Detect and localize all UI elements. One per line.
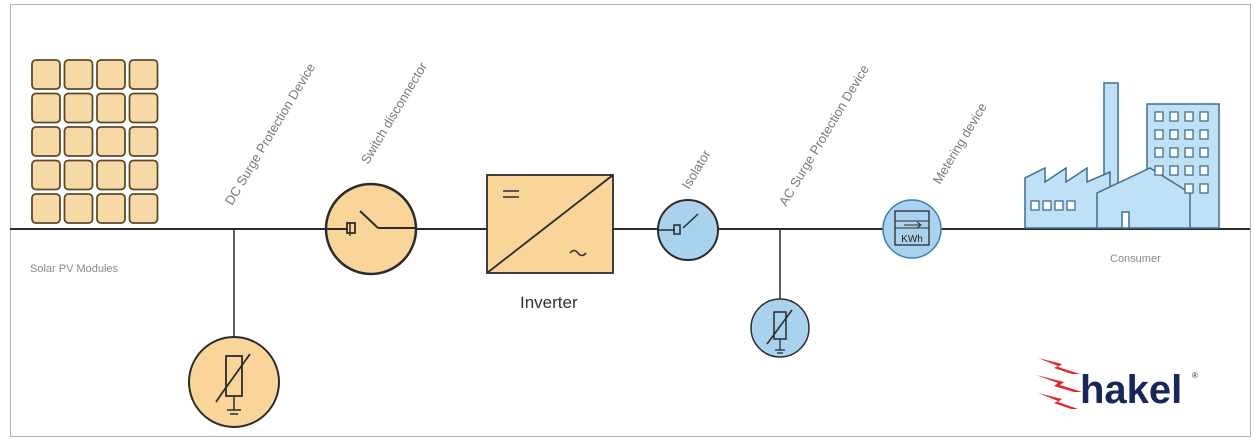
kwh-meter-icon: KWh — [882, 199, 942, 259]
window — [1154, 147, 1164, 158]
lightning-logo-icon — [1036, 358, 1082, 409]
inverter-icon — [486, 174, 614, 274]
solar-cell — [63, 126, 94, 157]
solar-cell — [128, 193, 159, 224]
window — [1184, 111, 1194, 122]
window — [1030, 200, 1040, 211]
solar-cell — [128, 126, 159, 157]
solar-cell — [96, 193, 126, 224]
building-windows — [1030, 111, 1209, 211]
window — [1199, 165, 1209, 176]
factory-icon — [1024, 82, 1220, 229]
window — [1184, 165, 1194, 176]
window — [1169, 129, 1179, 140]
dc-spd-icon — [188, 336, 280, 428]
solar-cell — [31, 193, 61, 224]
solar-cell — [31, 59, 61, 90]
dc-spd-label: DC Surge Protection Device — [222, 60, 319, 207]
diagram-border — [10, 4, 1251, 437]
solar-cell — [31, 159, 61, 191]
solar-cell — [128, 59, 159, 90]
ac-spd-icon — [750, 298, 810, 358]
window — [1184, 129, 1194, 140]
window — [1199, 183, 1209, 194]
window — [1154, 165, 1164, 176]
switch-icon — [324, 182, 418, 276]
window — [1169, 111, 1179, 122]
window — [1054, 200, 1064, 211]
solar-cell — [128, 92, 159, 124]
window — [1199, 129, 1209, 140]
window — [1042, 200, 1052, 211]
solar-label: Solar PV Modules — [30, 263, 119, 275]
window — [1199, 147, 1209, 158]
solar-cell — [96, 159, 126, 191]
isolator-label: Isolator — [679, 147, 714, 192]
solar-cell — [63, 193, 94, 224]
window — [1184, 147, 1194, 158]
window — [1154, 111, 1164, 122]
solar-cell — [63, 92, 94, 124]
inverter-label: Inverter — [520, 293, 578, 312]
consumer-label: Consumer — [1110, 253, 1161, 265]
logo-text: hakel — [1080, 368, 1182, 412]
kwh-text: KWh — [901, 234, 923, 245]
isolator-icon — [657, 199, 719, 261]
window — [1154, 129, 1164, 140]
window — [1199, 111, 1209, 122]
solar-cell — [96, 126, 126, 157]
solar-cell — [63, 159, 94, 191]
solar-cell — [31, 92, 61, 124]
solar-cell — [128, 159, 159, 191]
hakel-logo: hakel ® — [1036, 358, 1198, 412]
switch-label: Switch disconnector — [358, 59, 431, 166]
window — [1169, 147, 1179, 158]
solar-cell — [63, 59, 94, 90]
window — [1169, 165, 1179, 176]
logo-registered-mark: ® — [1192, 371, 1198, 380]
solar-cell — [96, 59, 126, 90]
window — [1066, 200, 1076, 211]
solar-panel-icon — [31, 59, 159, 224]
ac-spd-label: AC Surge Protection Device — [776, 62, 872, 208]
solar-cell — [31, 126, 61, 157]
metering-label: Metering device — [930, 100, 990, 186]
solar-cell — [96, 92, 126, 124]
window — [1184, 183, 1194, 194]
